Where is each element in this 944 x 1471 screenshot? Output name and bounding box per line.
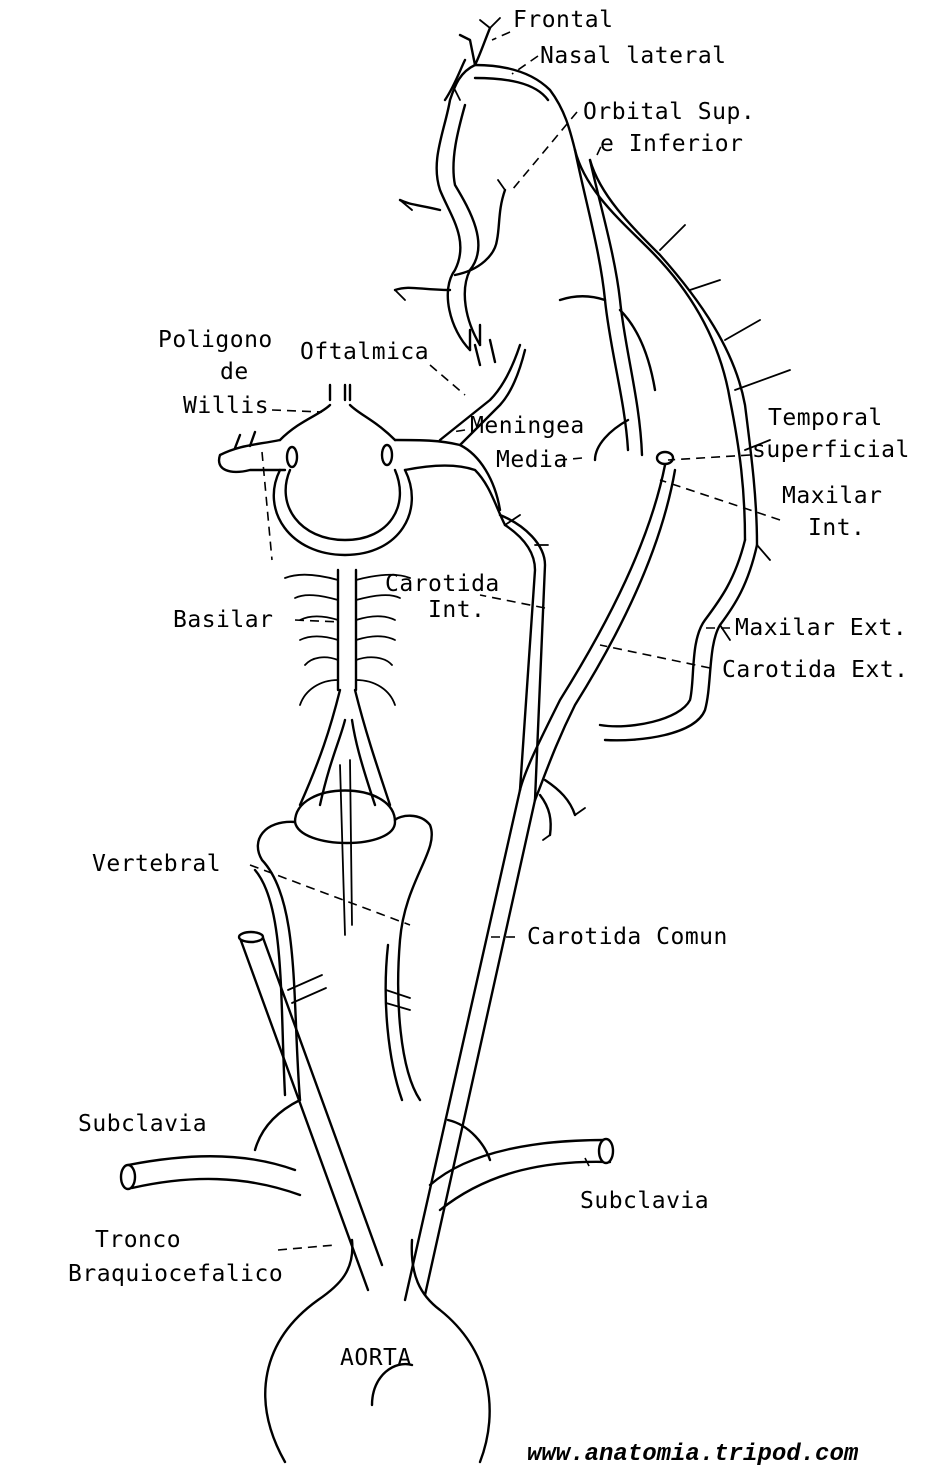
vertebral-convergence [300, 690, 390, 805]
label-nasal-lateral: Nasal lateral [540, 40, 727, 72]
left-subclavian [128, 1156, 300, 1195]
brainstem-outline [295, 791, 395, 844]
label-temporal-1: Temporal [768, 402, 883, 434]
left-vertebral [255, 822, 300, 1100]
left-subclavian-cut [121, 1165, 135, 1189]
label-carotida-comun: Carotida Comun [527, 921, 728, 953]
label-meningea-2: Media [496, 444, 568, 476]
label-temporal-2: superficial [752, 434, 910, 466]
right-ica-terminal [395, 440, 505, 525]
credit-url: www.anatomia.tripod.com [527, 1441, 858, 1468]
label-aorta: AORTA [340, 1342, 412, 1374]
label-orbital-1: Orbital Sup. [583, 96, 755, 128]
trunk-cut-end [239, 932, 263, 942]
common-carotid [405, 790, 535, 1300]
label-carotida-ext: Carotida Ext. [722, 654, 909, 686]
internal-carotid [500, 515, 545, 800]
label-meningea-1: Meningea [470, 410, 585, 442]
label-maxilar-ext: Maxilar Ext. [735, 612, 907, 644]
label-vertebral: Vertebral [92, 848, 221, 880]
circle-of-willis [274, 470, 412, 555]
basilar-artery [338, 570, 356, 690]
nasal-lateral [475, 65, 575, 150]
label-poligono-3: Willis [183, 390, 269, 422]
right-vertebral [386, 816, 432, 1100]
label-poligono-1: Poligono [158, 324, 273, 356]
right-subclavian-cut [599, 1139, 613, 1163]
label-frontal: Frontal [513, 4, 613, 36]
orbital-branches [437, 65, 480, 350]
brachiocephalic-trunk [240, 935, 382, 1290]
maxillary-external [600, 540, 757, 740]
label-tronco-2: Braquiocefalico [68, 1258, 283, 1290]
label-basilar: Basilar [173, 604, 273, 636]
left-mca [219, 440, 285, 472]
label-subclavia-right: Subclavia [580, 1185, 709, 1217]
label-carotida-int-2: Int. [428, 594, 485, 626]
leader-lines [250, 32, 780, 1250]
label-maxilar-int-2: Int. [808, 512, 865, 544]
label-subclavia-left: Subclavia [78, 1108, 207, 1140]
label-tronco-1: Tronco [95, 1224, 181, 1256]
label-oftalmica: Oftalmica [300, 336, 429, 368]
label-maxilar-int-1: Maxilar [782, 480, 882, 512]
label-poligono-2: de [220, 356, 249, 388]
label-orbital-2: e Inferior [600, 128, 743, 160]
